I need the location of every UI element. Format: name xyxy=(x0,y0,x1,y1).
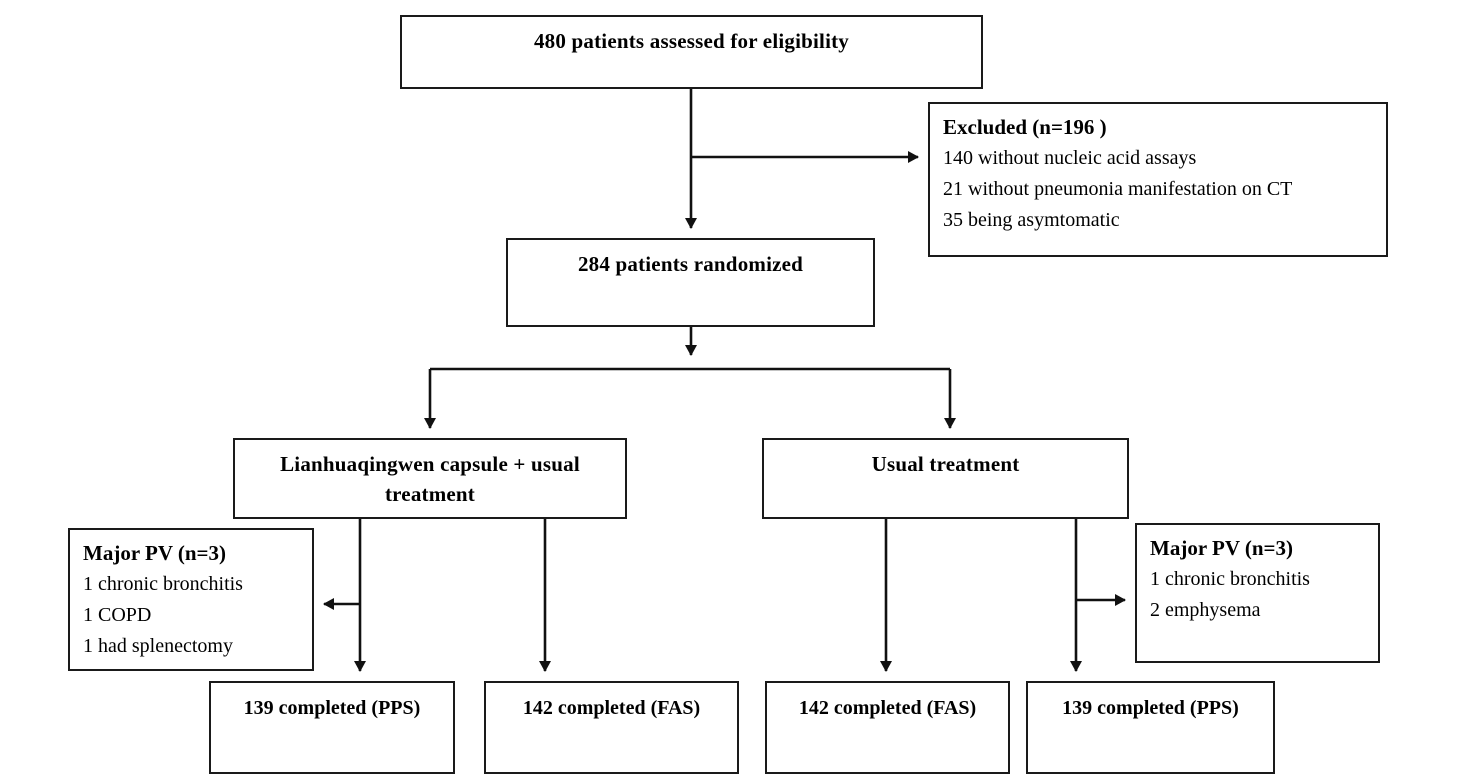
node-outcome-treatment-fas: 142 completed (FAS) xyxy=(484,681,739,774)
node-eligibility: 480 patients assessed for eligibility xyxy=(400,15,983,89)
node-pv-left-reason-1: 1 chronic bronchitis xyxy=(83,573,243,595)
node-excluded-reason-3: 35 being asymtomatic xyxy=(943,209,1120,231)
node-arm-control-label: Usual treatment xyxy=(871,452,1020,476)
node-outcome-treatment-pps-label: 139 completed (PPS) xyxy=(243,697,421,719)
node-arm-treatment-label-line2: treatment xyxy=(384,482,476,506)
node-protocol-violation-treatment: Major PV (n=3) 1 chronic bronchitis 1 CO… xyxy=(68,528,314,671)
node-protocol-violation-control: Major PV (n=3) 1 chronic bronchitis 2 em… xyxy=(1135,523,1380,663)
node-outcome-treatment-pps: 139 completed (PPS) xyxy=(209,681,455,774)
node-pv-right-header: Major PV (n=3) xyxy=(1150,536,1294,560)
node-arm-control: Usual treatment xyxy=(762,438,1129,519)
node-pv-left-reason-3: 1 had splenectomy xyxy=(83,635,233,657)
node-excluded: Excluded (n=196 ) 140 without nucleic ac… xyxy=(928,102,1388,257)
node-outcome-control-pps: 139 completed (PPS) xyxy=(1026,681,1275,774)
node-outcome-control-pps-label: 139 completed (PPS) xyxy=(1062,697,1239,719)
node-pv-right-reason-1: 1 chronic bronchitis xyxy=(1150,568,1310,590)
node-outcome-treatment-fas-label: 142 completed (FAS) xyxy=(522,697,701,719)
node-arm-treatment: Lianhuaqingwen capsule + usual treatment xyxy=(233,438,627,519)
node-outcome-control-fas-label: 142 completed (FAS) xyxy=(798,697,977,719)
node-excluded-reason-1: 140 without nucleic acid assays xyxy=(943,147,1197,169)
node-eligibility-label: 480 patients assessed for eligibility xyxy=(533,29,850,53)
node-excluded-reason-2: 21 without pneumonia manifestation on CT xyxy=(943,178,1293,200)
node-arm-treatment-label-line1: Lianhuaqingwen capsule + usual xyxy=(280,452,580,476)
node-pv-right-reason-2: 2 emphysema xyxy=(1150,599,1261,621)
node-randomized-label: 284 patients randomized xyxy=(577,252,804,276)
node-pv-left-header: Major PV (n=3) xyxy=(83,541,227,565)
node-randomized: 284 patients randomized xyxy=(506,238,875,327)
node-excluded-header: Excluded (n=196 ) xyxy=(943,115,1107,139)
node-outcome-control-fas: 142 completed (FAS) xyxy=(765,681,1010,774)
node-pv-left-reason-2: 1 COPD xyxy=(83,604,152,626)
